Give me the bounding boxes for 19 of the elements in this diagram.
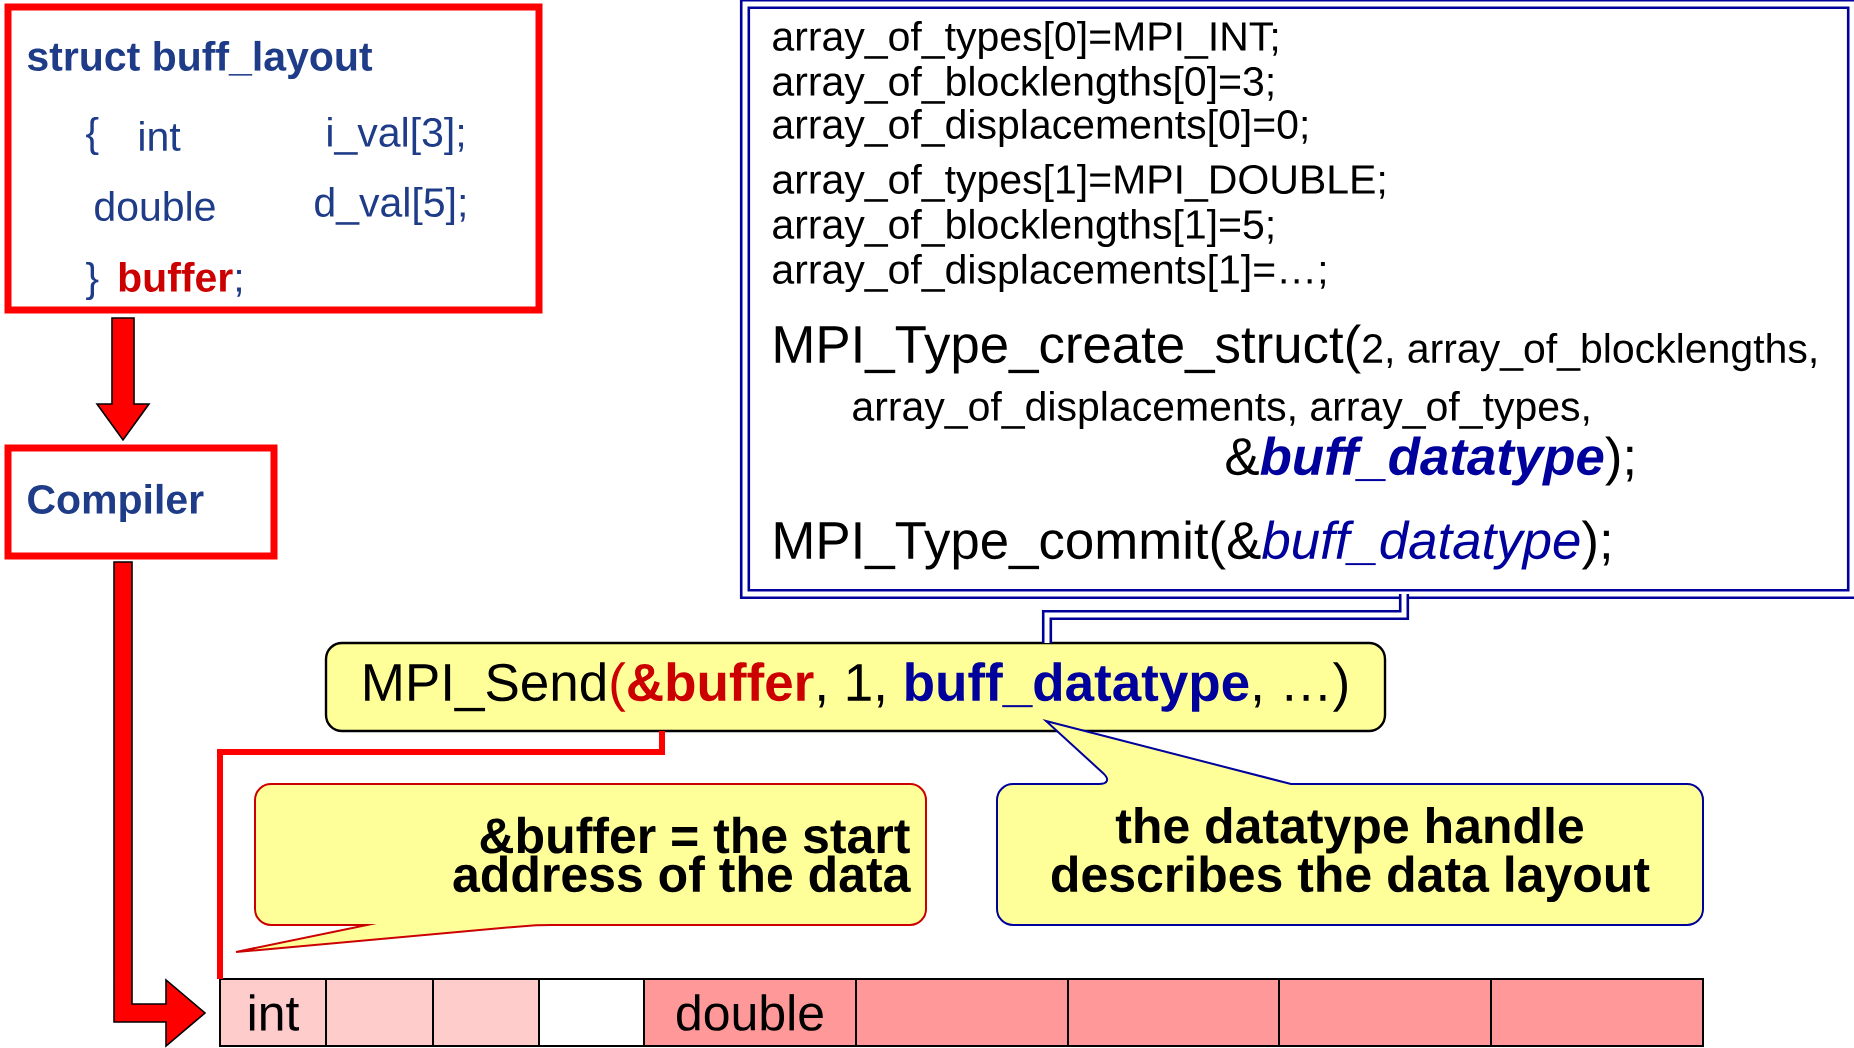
memory-cell [1278,978,1492,1047]
memory-cell [1490,978,1704,1047]
memory-cell [855,978,1069,1047]
code-box: Compiler [4,444,278,560]
block-arrow [113,561,207,1048]
block-arrow [95,317,151,442]
memory-cell: int [219,978,327,1047]
connector-line [1041,594,1410,643]
memory-cell [432,978,540,1047]
callout: &buffer = the start address of the data [235,783,927,953]
function-call-box: MPI_Send(&buffer, 1, buff_datatype, …) [324,641,1387,733]
connector-line [217,731,665,979]
memory-cell [1067,978,1280,1047]
code-box: struct buff_layout { int i_val[3]; double d_val[5]; } buffer; [4,3,543,314]
memory-cell [538,978,645,1047]
callout: the datatype handle describes the data layout [996,720,1704,926]
memory-cell: double [643,978,857,1047]
code-box: array_of_types[0]=MPI_INT; array_of_blocklengths[0]=3; array_of_displacements[0]=0; array_of_types[1]=MPI_DOUBLE; array_of_blocklengths[1]=5; array_of_displacements[1]=…; MPI_Type_create_struct(2, array_of_blocklengths, array_of_displacements, array_of_types, &buff_datatype); MPI_Type_commit(&buff_datatype); [739,0,1854,600]
memory-cell [325,978,434,1047]
